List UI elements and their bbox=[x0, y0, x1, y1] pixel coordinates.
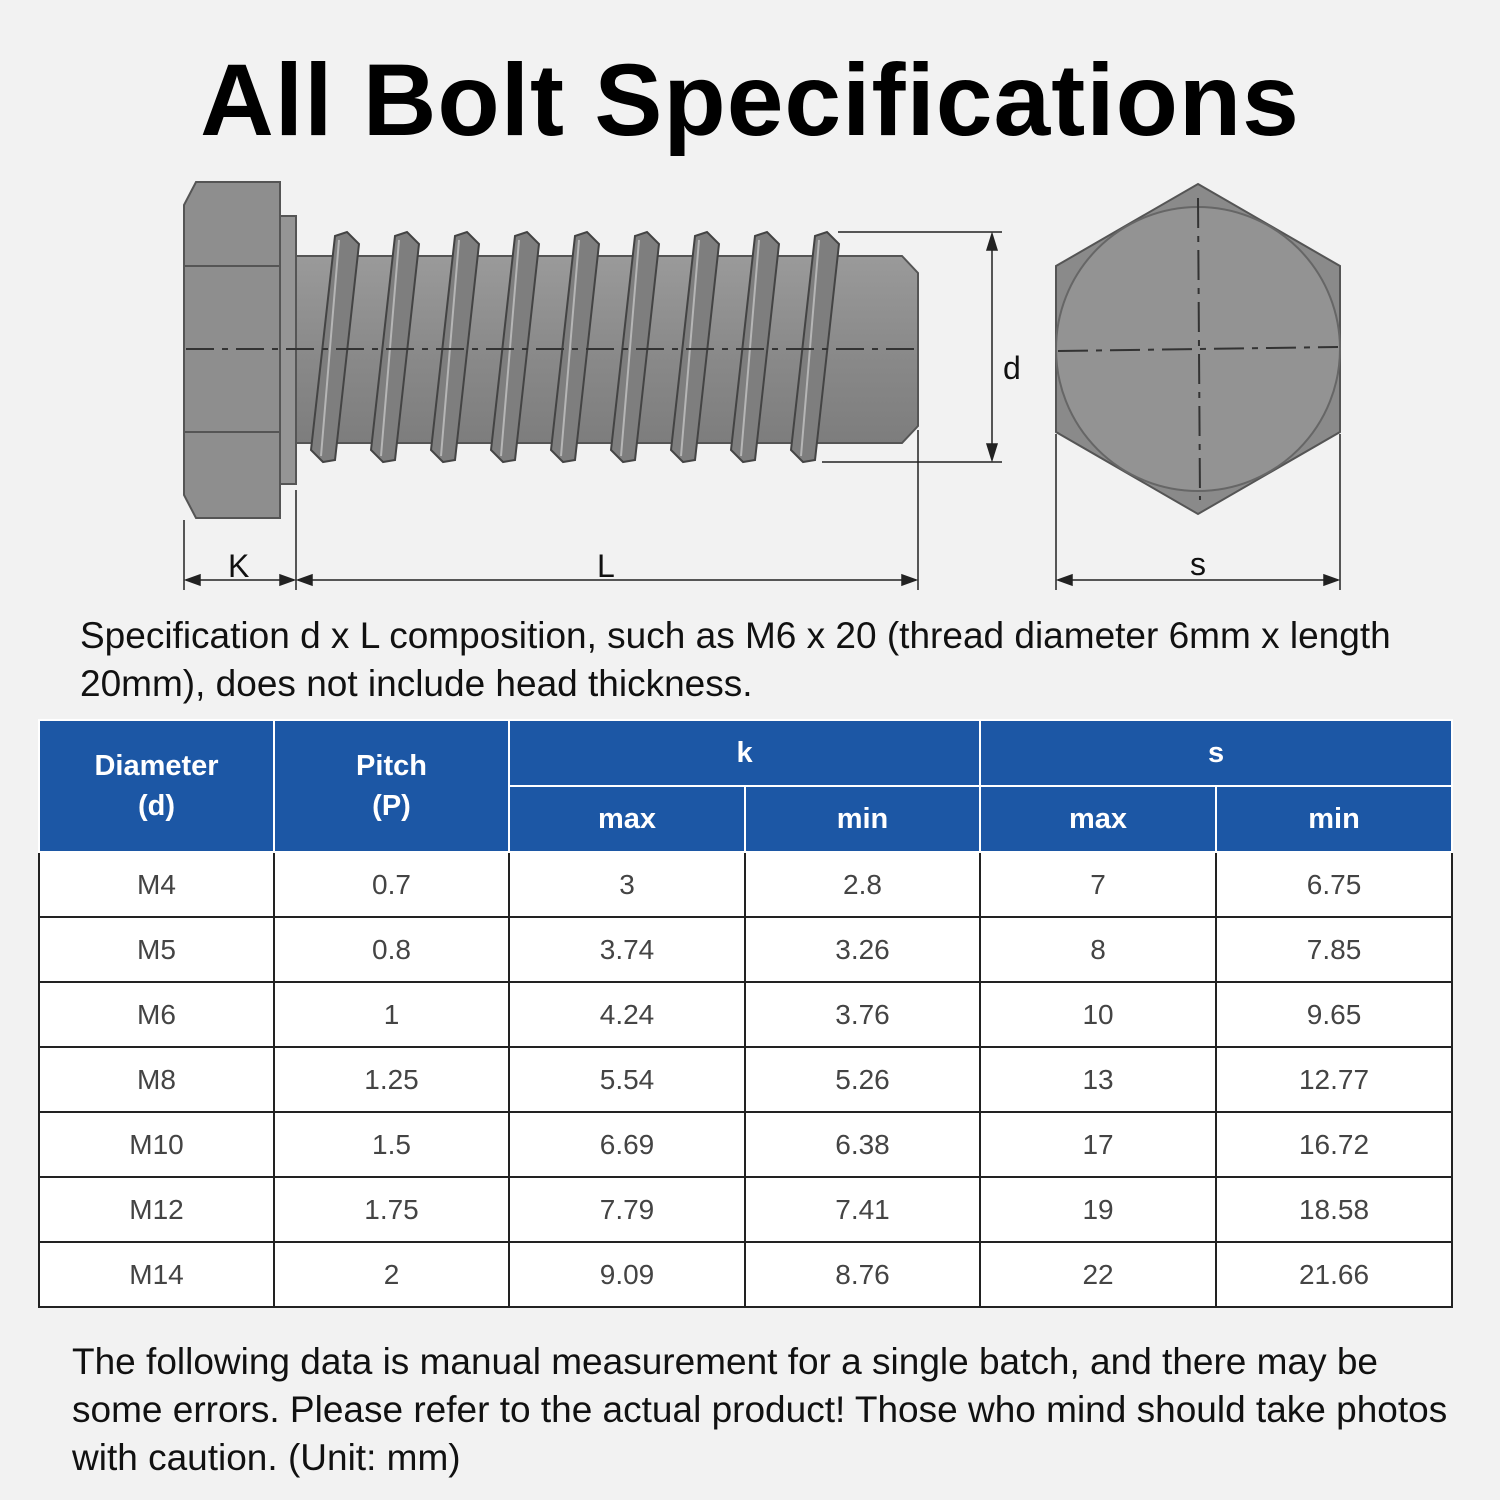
thread-ridge bbox=[369, 230, 421, 464]
thread-highlight bbox=[620, 239, 640, 457]
header-k-max: max bbox=[508, 785, 746, 853]
thread-ridge bbox=[669, 230, 721, 464]
bolt-drawing bbox=[183, 181, 1341, 590]
cell-s-min: 9.65 bbox=[1215, 981, 1454, 1048]
cell-diameter: M5 bbox=[38, 916, 275, 983]
cell-s-max: 22 bbox=[979, 1241, 1218, 1308]
thread-ridge bbox=[789, 230, 841, 464]
cell-s-min: 12.77 bbox=[1215, 1046, 1454, 1113]
table-row: M14 2 9.09 8.76 22 21.66 bbox=[38, 1241, 1454, 1308]
d-dimension bbox=[822, 231, 1002, 463]
cell-pitch: 1 bbox=[273, 981, 510, 1048]
cell-diameter: M14 bbox=[38, 1241, 275, 1308]
cell-diameter: M10 bbox=[38, 1111, 275, 1178]
table-row: M10 1.5 6.69 6.38 17 16.72 bbox=[38, 1111, 1454, 1178]
table-row: M8 1.25 5.54 5.26 13 12.77 bbox=[38, 1046, 1454, 1113]
thread-ridge bbox=[549, 230, 601, 464]
cell-k-min: 8.76 bbox=[743, 1241, 982, 1308]
thread-ridge bbox=[309, 230, 361, 464]
cell-s-min: 16.72 bbox=[1215, 1111, 1454, 1178]
cell-k-max: 4.24 bbox=[508, 981, 746, 1048]
cell-k-min: 5.26 bbox=[743, 1046, 982, 1113]
cell-diameter: M6 bbox=[38, 981, 275, 1048]
header-diameter-line1: Diameter bbox=[94, 750, 219, 782]
header-diameter-line2: (d) bbox=[137, 790, 176, 822]
thread-highlight bbox=[320, 239, 340, 457]
cell-pitch: 0.8 bbox=[273, 916, 510, 983]
header-k-min: min bbox=[743, 785, 982, 853]
table-row: M12 1.75 7.79 7.41 19 18.58 bbox=[38, 1176, 1454, 1243]
thread-ridge bbox=[729, 230, 781, 464]
cell-diameter: M8 bbox=[38, 1046, 275, 1113]
hex-head-end bbox=[1055, 182, 1341, 516]
table-row: M4 0.7 3 2.8 7 6.75 bbox=[38, 851, 1454, 918]
label-k: K bbox=[228, 548, 250, 584]
label-d: d bbox=[1003, 350, 1021, 386]
cell-pitch: 1.5 bbox=[273, 1111, 510, 1178]
cell-s-max: 10 bbox=[979, 981, 1218, 1048]
cell-pitch: 1.75 bbox=[273, 1176, 510, 1243]
cell-pitch: 0.7 bbox=[273, 851, 510, 918]
cell-pitch: 1.25 bbox=[273, 1046, 510, 1113]
cell-k-max: 7.79 bbox=[508, 1176, 746, 1243]
thread-ridge bbox=[489, 230, 541, 464]
cell-k-min: 6.38 bbox=[743, 1111, 982, 1178]
cell-k-min: 7.41 bbox=[743, 1176, 982, 1243]
cell-s-min: 18.58 bbox=[1215, 1176, 1454, 1243]
bolt-threads bbox=[309, 230, 841, 464]
thread-highlight bbox=[560, 239, 580, 457]
cell-s-min: 6.75 bbox=[1215, 851, 1454, 918]
header-s-max: max bbox=[979, 785, 1218, 853]
cell-k-max: 6.69 bbox=[508, 1111, 746, 1178]
cell-k-max: 5.54 bbox=[508, 1046, 746, 1113]
thread-ridge bbox=[609, 230, 661, 464]
measurement-disclaimer: The following data is manual measurement… bbox=[72, 1341, 1448, 1478]
cell-s-max: 17 bbox=[979, 1111, 1218, 1178]
header-pitch: Pitch (P) bbox=[273, 719, 510, 853]
cell-s-max: 7 bbox=[979, 851, 1218, 918]
page-title: All Bolt Specifications bbox=[200, 43, 1300, 157]
cell-k-min: 2.8 bbox=[743, 851, 982, 918]
table-row: M6 1 4.24 3.76 10 9.65 bbox=[38, 981, 1454, 1048]
header-pitch-line2: (P) bbox=[372, 790, 411, 822]
bolt-head-side bbox=[183, 181, 297, 519]
label-s: s bbox=[1190, 546, 1206, 582]
s-dimension bbox=[1055, 434, 1341, 590]
cell-k-max: 3 bbox=[508, 851, 746, 918]
label-l: L bbox=[597, 548, 615, 584]
cell-diameter: M12 bbox=[38, 1176, 275, 1243]
cell-s-min: 21.66 bbox=[1215, 1241, 1454, 1308]
cell-pitch: 2 bbox=[273, 1241, 510, 1308]
spec-table: Diameter (d) Pitch (P) k s max min max m… bbox=[38, 719, 1454, 1308]
specification-note: Specification d x L composition, such as… bbox=[80, 615, 1391, 704]
table-row: M5 0.8 3.74 3.26 8 7.85 bbox=[38, 916, 1454, 983]
cell-s-max: 8 bbox=[979, 916, 1218, 983]
header-k: k bbox=[507, 719, 982, 787]
cell-s-max: 13 bbox=[979, 1046, 1218, 1113]
header-pitch-line1: Pitch bbox=[356, 750, 427, 782]
cell-s-max: 19 bbox=[979, 1176, 1218, 1243]
cell-diameter: M4 bbox=[38, 851, 275, 918]
header-diameter: Diameter (d) bbox=[38, 719, 275, 853]
cell-k-min: 3.76 bbox=[743, 981, 982, 1048]
header-s-min: min bbox=[1215, 785, 1454, 853]
kl-dimension bbox=[183, 430, 919, 590]
cell-k-min: 3.26 bbox=[743, 916, 982, 983]
cell-k-max: 3.74 bbox=[508, 916, 746, 983]
thread-ridge bbox=[429, 230, 481, 464]
cell-k-max: 9.09 bbox=[508, 1241, 746, 1308]
cell-s-min: 7.85 bbox=[1215, 916, 1454, 983]
header-s: s bbox=[979, 719, 1454, 787]
bolt-diagram: d K L s bbox=[0, 170, 1500, 610]
